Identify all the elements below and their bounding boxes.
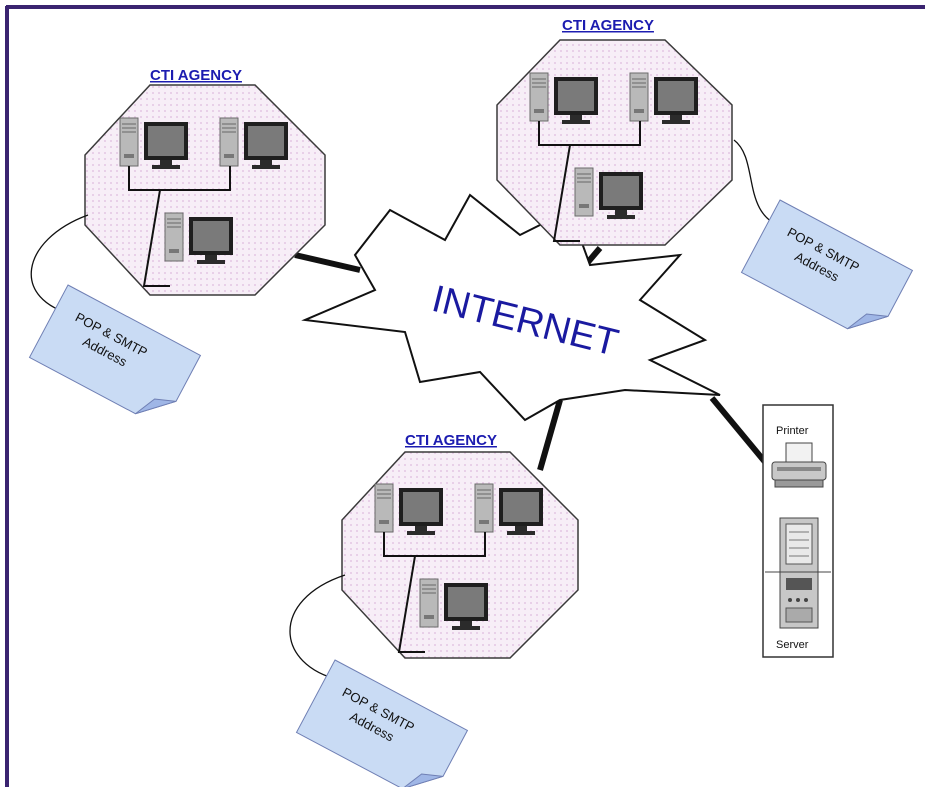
printer-label: Printer [776,425,809,437]
agency-title: CTI AGENCY [405,432,497,449]
note-card: POP & SMTP Address [29,284,201,429]
server-icon [765,517,831,629]
link-server [709,396,768,464]
server-box: Printer Server [762,404,834,658]
agency-top-left: CTI AGENCY POP & SMTP Address [29,67,326,429]
server-label: Server [776,639,809,651]
note-arrow [30,214,89,319]
printer-icon [771,442,827,488]
agency-boundary [496,39,733,246]
link-left-agency [294,252,361,273]
agency-title: CTI AGENCY [562,17,654,34]
note-arrow [289,574,346,684]
note-card: POP & SMTP Address [741,199,913,344]
note-card: POP & SMTP Address [296,659,468,787]
agency-top-right: CTI AGENCY POP & SMTP Address [496,17,913,344]
link-bottom-agency [537,399,563,471]
agency-title: CTI AGENCY [150,67,242,84]
internet-cloud: INTERNET [301,193,721,422]
agency-bottom: CTI AGENCY POP & SMTP Address [289,432,579,787]
